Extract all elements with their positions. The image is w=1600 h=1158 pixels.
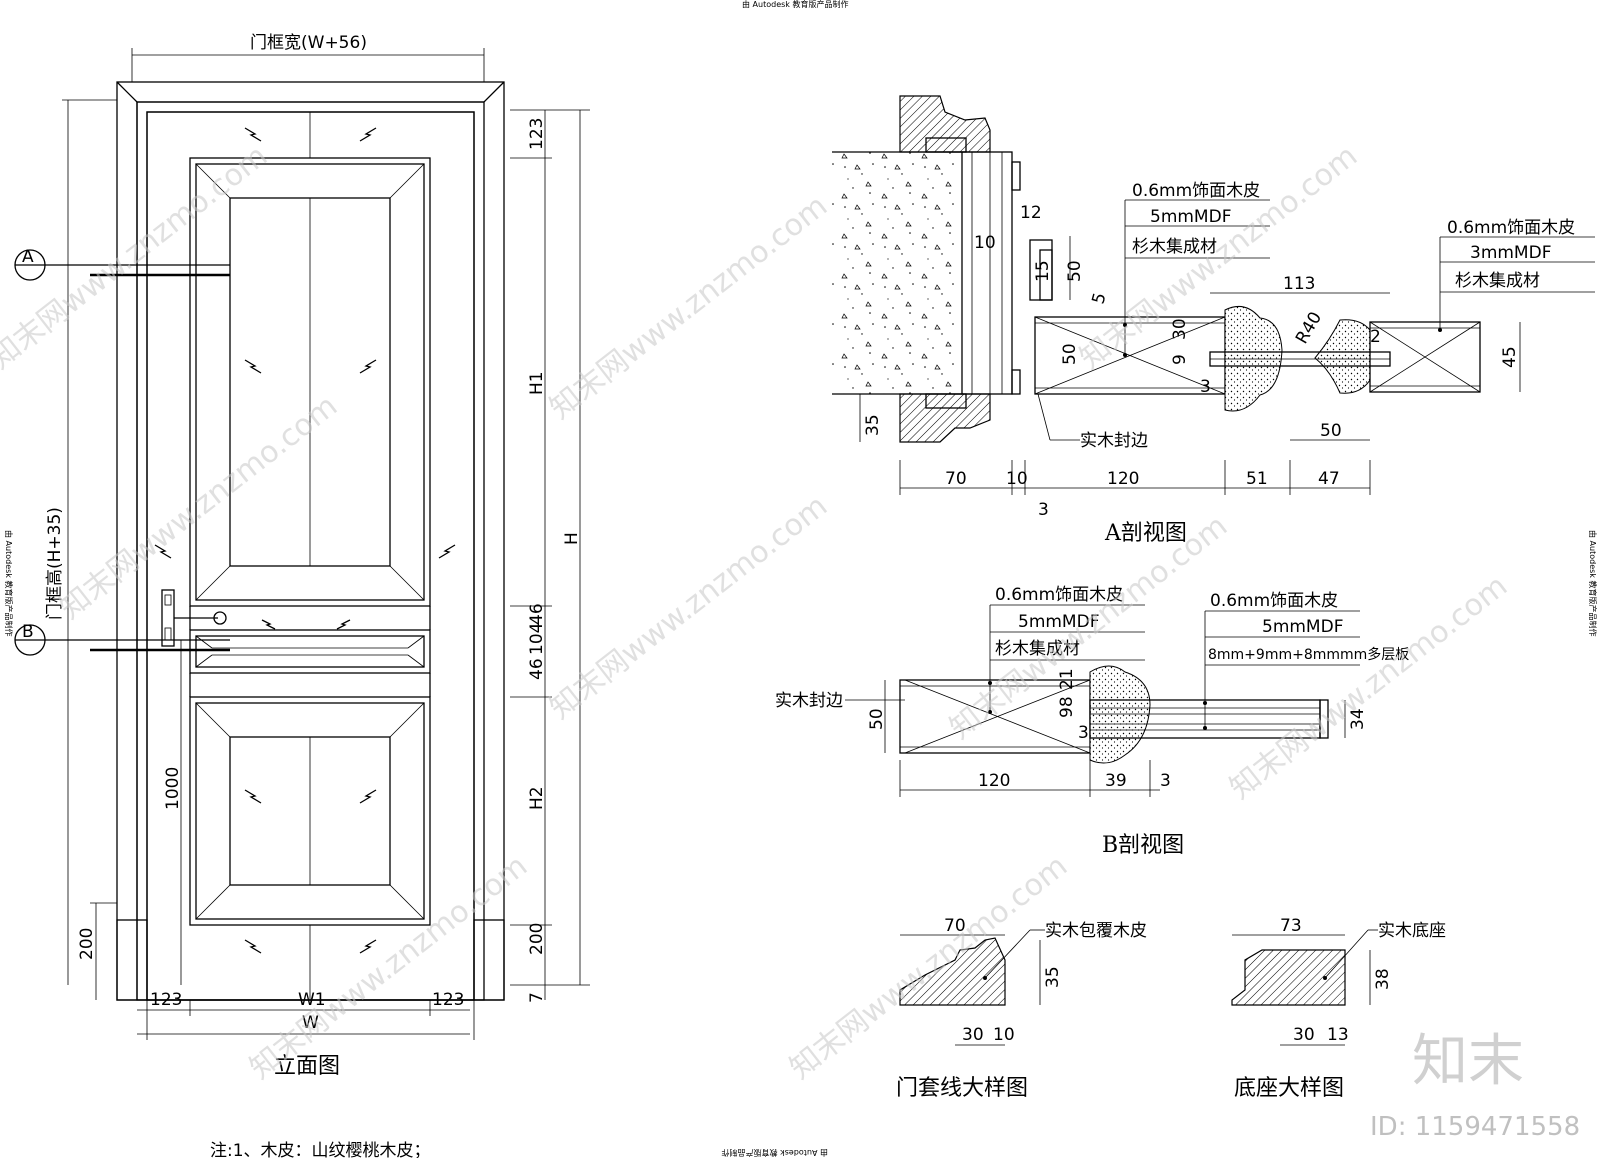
section-a-marker: A	[22, 247, 34, 267]
dim-a-50b: 50	[1060, 343, 1080, 365]
dim-h: H	[562, 532, 582, 545]
dim-a-b120: 120	[1107, 469, 1139, 489]
dim-a-b51: 51	[1246, 469, 1268, 489]
section-b-label2-b: 5mmMDF	[1262, 617, 1343, 637]
dim-200-left: 200	[77, 928, 97, 960]
dim-b-34: 34	[1348, 708, 1368, 730]
section-a-labels: 0.6mm饰面木皮 5mmMDF 杉木集成材 0.6mm饰面木皮 3mmMDF …	[859, 181, 1595, 546]
dim-a-b10: 10	[1006, 469, 1028, 489]
dim-a-10: 10	[974, 233, 996, 253]
dim-base-38: 38	[1373, 968, 1393, 990]
dim-46-top: 46	[527, 603, 547, 625]
dim-w: W	[302, 1013, 319, 1033]
watermark-6: 知末网www.znzmo.com	[943, 508, 1234, 746]
dim-b-b3: 3	[1160, 771, 1171, 791]
door-elevation: A B	[14, 81, 505, 1001]
autodesk-left-text: 由 Autodesk 教育版产品制作	[4, 530, 14, 636]
section-a-label1-b: 5mmMDF	[1150, 207, 1231, 227]
dim-a-3: 3	[1200, 377, 1211, 397]
dim-a-15: 15	[1033, 260, 1053, 282]
dim-trim-30: 30	[962, 1025, 984, 1045]
dim-a-35: 35	[863, 414, 883, 436]
dim-w1: W1	[298, 990, 326, 1010]
section-a-label1-c: 杉木集成材	[1132, 237, 1217, 257]
dim-b-50: 50	[867, 708, 887, 730]
dim-a-b3: 3	[1038, 500, 1049, 520]
autodesk-top-text: 由 Autodesk 教育版产品制作	[742, 0, 848, 9]
section-a-label2-a: 0.6mm饰面木皮	[1447, 218, 1575, 238]
base-detail-label: 实木底座	[1378, 921, 1446, 941]
dim-base-13: 13	[1327, 1025, 1349, 1045]
section-a-label1-a: 0.6mm饰面木皮	[1132, 181, 1260, 201]
base-detail-title: 底座大样图	[1234, 1076, 1344, 1101]
section-b-label1-a: 0.6mm饰面木皮	[995, 585, 1123, 605]
dim-a-113: 113	[1283, 274, 1315, 294]
section-b-label2-c: 8mm+9mm+8mmmm多层板	[1208, 646, 1409, 663]
dim-a-b70: 70	[945, 469, 967, 489]
dim-trim-10: 10	[993, 1025, 1015, 1045]
elevation-title: 立面图	[274, 1054, 340, 1079]
dim-a-12: 12	[1020, 203, 1042, 223]
dim-a-45: 45	[1500, 346, 1520, 368]
dim-trim-70: 70	[944, 916, 966, 936]
dim-7: 7	[527, 992, 547, 1003]
dim-a-5: 5	[1089, 291, 1111, 307]
dim-a-b47: 47	[1318, 469, 1340, 489]
dim-b-b39: 39	[1105, 771, 1127, 791]
section-a-title: A剖视图	[1104, 521, 1187, 546]
section-a-label2-b: 3mmMDF	[1470, 243, 1551, 263]
dim-104: 104	[527, 623, 547, 655]
dim-1000: 1000	[163, 767, 183, 810]
dim-b-21: 21	[1057, 668, 1077, 690]
base-detail: 实木底座 73 38 30 13 底座大样图	[1231, 916, 1446, 1101]
elevation-dimensions: 门框宽(W+56) 门框高(H+35) 123 H1 H 46 104 46 H…	[45, 33, 590, 1158]
dim-a-50c: 50	[1320, 421, 1342, 441]
autodesk-right-text: 由 Autodesk 教育版产品制作	[1588, 530, 1598, 636]
dim-a-9: 9	[1170, 354, 1190, 365]
trim-detail: 实木包覆木皮 70 35 30 10 门套线大样图	[896, 916, 1147, 1101]
dim-a-30: 30	[1170, 318, 1190, 340]
dim-a-r40: R40	[1292, 309, 1326, 348]
watermark-8: 知末网www.znzmo.com	[783, 848, 1074, 1086]
brand-id: ID: 1159471558	[1370, 1112, 1580, 1142]
watermark-2: 知末网www.znzmo.com	[543, 188, 834, 426]
frame-height-label: 门框高(H+35)	[45, 507, 65, 620]
dim-b-b120: 120	[978, 771, 1010, 791]
trim-detail-title: 门套线大样图	[896, 1076, 1028, 1101]
section-b-title: B剖视图	[1102, 833, 1184, 858]
dim-trim-35: 35	[1043, 966, 1063, 988]
watermark-7: 知末网www.znzmo.com	[243, 848, 534, 1086]
dim-123-right: 123	[432, 990, 464, 1010]
dim-h1: H1	[527, 371, 547, 395]
dim-200-right: 200	[527, 923, 547, 955]
section-b-marker: B	[22, 622, 34, 642]
dim-base-30: 30	[1293, 1025, 1315, 1045]
autodesk-bottom-text: 由 Autodesk 教育版产品制作	[722, 1148, 828, 1158]
section-b-label2-a: 0.6mm饰面木皮	[1210, 591, 1338, 611]
trim-detail-label: 实木包覆木皮	[1045, 921, 1147, 941]
dim-46-bottom: 46	[527, 658, 547, 680]
dim-123-left: 123	[150, 990, 182, 1010]
dim-base-73: 73	[1280, 916, 1302, 936]
section-b-labels: 0.6mm饰面木皮 5mmMDF 杉木集成材 0.6mm饰面木皮 5mmMDF …	[775, 585, 1409, 858]
elevation-note: 注:1、木皮：山纹樱桃木皮；	[210, 1141, 431, 1158]
section-b-edge-label: 实木封边	[775, 691, 843, 711]
section-a-label2-c: 杉木集成材	[1455, 271, 1540, 291]
brand-logo: 知末	[1412, 1029, 1524, 1094]
dim-123-top: 123	[527, 118, 547, 150]
watermark-3: 知末网www.znzmo.com	[1073, 138, 1364, 376]
watermark-4: 知末网www.znzmo.com	[53, 388, 344, 626]
section-b-label1-b: 5mmMDF	[1018, 612, 1099, 632]
frame-width-label: 门框宽(W+56)	[250, 33, 367, 53]
dim-a-2: 2	[1370, 327, 1381, 347]
section-b-label1-c: 杉木集成材	[995, 639, 1080, 659]
section-a-edge-label: 实木封边	[1080, 431, 1148, 451]
section-a-drawing	[832, 95, 1481, 443]
dim-b-98: 98	[1057, 696, 1077, 718]
dim-h2: H2	[527, 786, 547, 810]
dim-b-3: 3	[1078, 723, 1089, 743]
dim-a-50: 50	[1065, 260, 1085, 282]
